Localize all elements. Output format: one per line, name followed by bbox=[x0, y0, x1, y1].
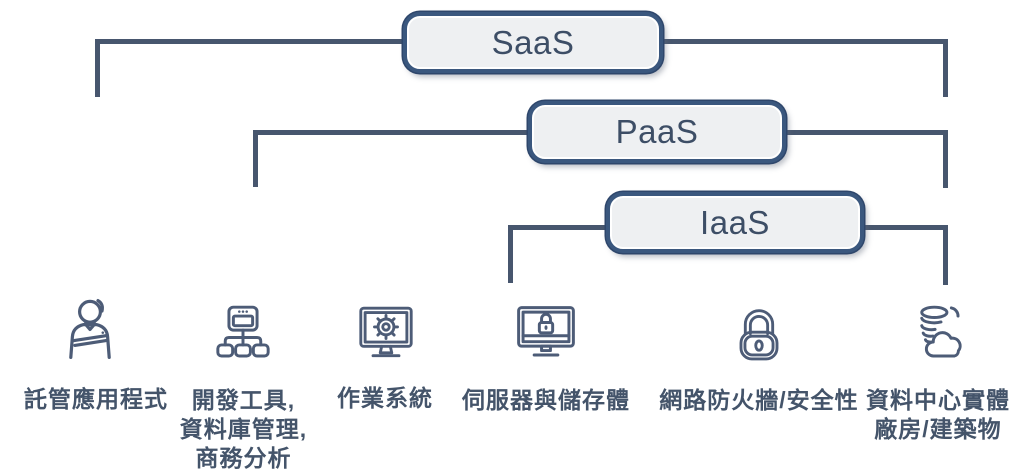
paas-right-connector bbox=[786, 130, 948, 188]
monitor-gear-icon bbox=[350, 301, 422, 373]
iaas-right-connector bbox=[864, 225, 948, 285]
label-line: 作業系統 bbox=[337, 385, 433, 411]
label-network-firewall-security: 網路防火牆/安全性 bbox=[650, 386, 868, 415]
label-line: 資料中心實體 bbox=[866, 387, 1010, 413]
label-line: 託管應用程式 bbox=[24, 386, 168, 412]
iaas-label: IaaS bbox=[700, 203, 770, 241]
monitor-lock-icon bbox=[509, 301, 583, 375]
label-line: 商務分析 bbox=[195, 445, 292, 471]
paas-left-connector bbox=[253, 130, 528, 187]
iaas-left-connector bbox=[508, 225, 606, 283]
label-line: 資料庫管理, bbox=[179, 416, 308, 442]
label-line: 伺服器與儲存體 bbox=[462, 387, 630, 413]
saas-left-connector bbox=[95, 39, 403, 97]
sitemap-icon bbox=[206, 302, 280, 376]
label-dev-tools-db-analytics: 開發工具, 資料庫管理, 商務分析 bbox=[166, 386, 321, 471]
label-line: 網路防火牆/安全性 bbox=[659, 387, 859, 413]
label-operating-system: 作業系統 bbox=[312, 384, 458, 413]
businessman-icon bbox=[50, 295, 130, 375]
label-servers-storage: 伺服器與儲存體 bbox=[452, 386, 640, 415]
layer-box-saas: SaaS bbox=[403, 12, 663, 73]
layer-box-iaas: IaaS bbox=[606, 192, 864, 253]
padlock-icon bbox=[723, 302, 795, 374]
label-line: 開發工具, bbox=[191, 387, 296, 413]
paas-label: PaaS bbox=[615, 113, 699, 150]
label-datacenter-building: 資料中心實體 廠房/建築物 bbox=[852, 386, 1024, 444]
label-line: 廠房/建築物 bbox=[874, 416, 1002, 442]
label-hosted-applications: 託管應用程式 bbox=[10, 385, 182, 414]
layer-box-paas: PaaS bbox=[528, 101, 786, 163]
saas-label: SaaS bbox=[491, 23, 575, 61]
tornado-cloud-icon bbox=[904, 302, 978, 376]
saas-right-connector bbox=[663, 39, 948, 97]
